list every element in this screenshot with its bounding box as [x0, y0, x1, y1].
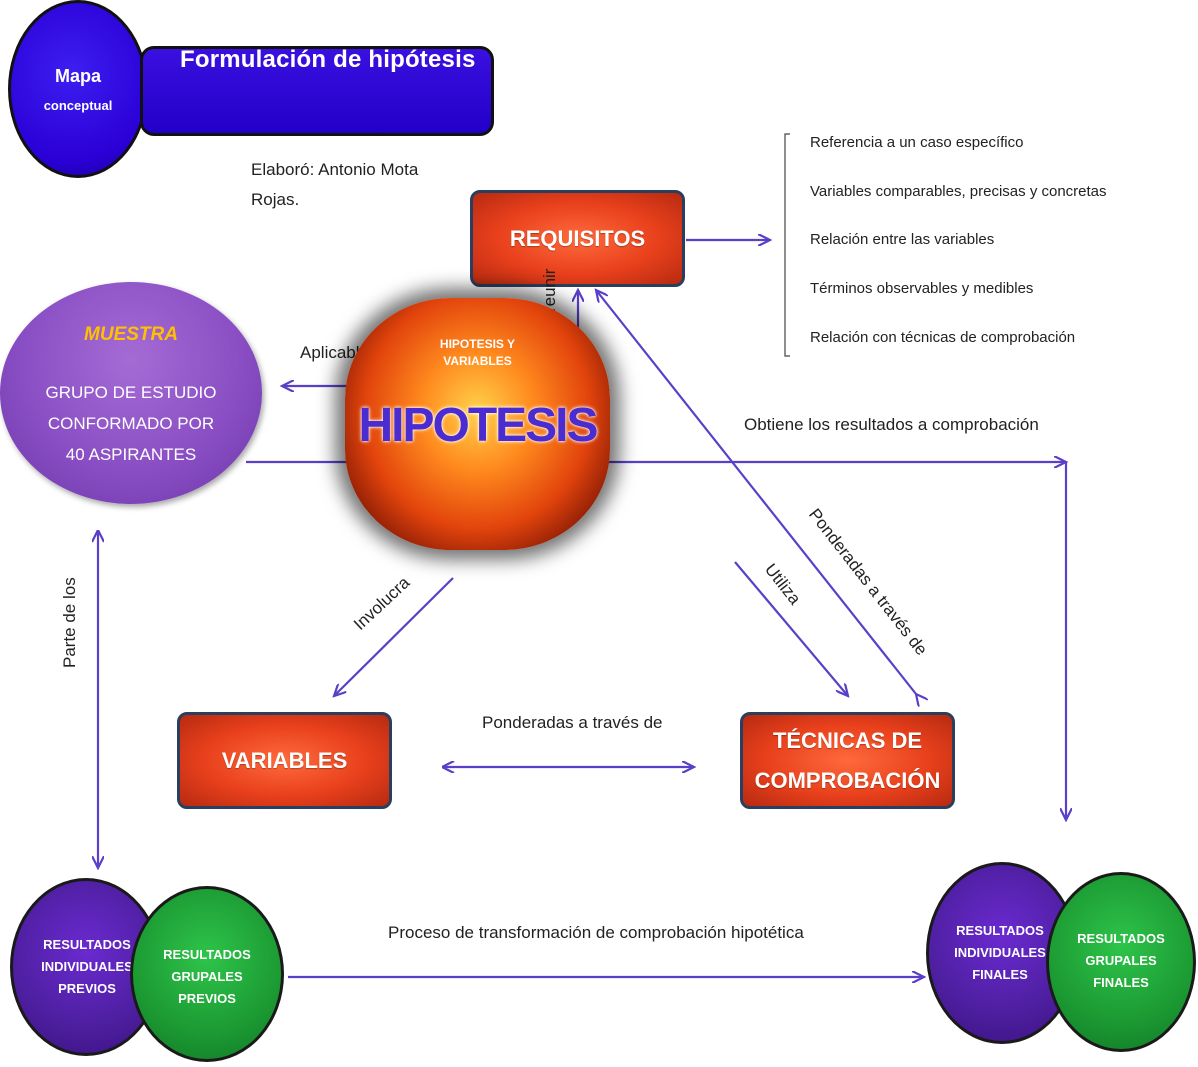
res-grup-finales-line: GRUPALES: [1085, 953, 1157, 968]
requisito-item: Relación entre las variables: [810, 231, 995, 248]
requisito-item: Variables comparables, precisas y concre…: [810, 183, 1107, 200]
hipotesis-image: [345, 298, 610, 550]
title-bar: [140, 46, 494, 136]
tecnicas-line-2: COMPROBACIÓN: [754, 767, 941, 793]
author-credit: Elaboró: Antonio Mota Rojas.: [251, 155, 441, 215]
res-grup-previos-line: GRUPALES: [171, 969, 243, 984]
muestra-line-3: 40 ASPIRANTES: [65, 445, 197, 464]
res-ind-previos-line: INDIVIDUALES: [41, 959, 133, 974]
hipotesis-caption-line-2: VARIABLES: [443, 354, 512, 368]
node-muestra: [0, 282, 262, 504]
res-grup-finales-line: RESULTADOS: [1077, 931, 1165, 946]
muestra-line-1: GRUPO DE ESTUDIO: [45, 383, 217, 402]
author-line-1: Elaboró: Antonio Mota: [251, 160, 419, 179]
node-hipotesis: HIPOTESIS: [358, 399, 598, 452]
hipotesis-caption-line-1: HIPOTESIS Y: [439, 337, 516, 351]
arrow-tecnicas-to-requisitos: [596, 290, 916, 694]
res-grup-previos-line: PREVIOS: [178, 991, 236, 1006]
requisito-item: Referencia a un caso específico: [810, 134, 1024, 151]
badge-label-mapa: Mapa: [54, 66, 101, 86]
hipotesis-caption: HIPOTESIS Y VARIABLES: [345, 336, 610, 370]
res-ind-previos-line: RESULTADOS: [43, 937, 131, 952]
muestra-description: GRUPO DE ESTUDIO CONFORMADO POR 40 ASPIR…: [20, 377, 242, 470]
res-ind-finales-line: RESULTADOS: [956, 923, 1044, 938]
label-ponderadas-horizontal: Ponderadas a través de: [482, 713, 663, 732]
node-resultados-grupales-finales: [1046, 872, 1196, 1052]
node-requisitos: REQUISITOS: [470, 190, 685, 287]
requisito-item: Términos observables y medibles: [810, 280, 1034, 297]
label-proceso: Proceso de transformación de comprobació…: [388, 923, 804, 942]
res-ind-previos-text: RESULTADOS INDIVIDUALES PREVIOS: [14, 934, 160, 1000]
res-grup-finales-line: FINALES: [1093, 975, 1149, 990]
requisitos-bracket: [784, 133, 790, 357]
author-line-2: Rojas.: [251, 190, 300, 209]
node-tecnicas: TÉCNICAS DE COMPROBACIÓN: [740, 712, 955, 809]
label-obtiene: Obtiene los resultados a comprobación: [744, 415, 1039, 434]
res-grup-previos-text: RESULTADOS GRUPALES PREVIOS: [130, 944, 284, 1010]
badge-label-conceptual: conceptual: [43, 98, 113, 113]
arrow-involucra: [334, 577, 454, 696]
res-grup-previos-line: RESULTADOS: [163, 947, 251, 962]
res-ind-finales-line: INDIVIDUALES: [954, 945, 1046, 960]
arrow-utiliza: [734, 561, 848, 696]
tecnicas-line-1: TÉCNICAS DE: [772, 727, 923, 753]
node-variables: VARIABLES: [177, 712, 392, 809]
res-ind-finales-text: RESULTADOS INDIVIDUALES FINALES: [926, 920, 1074, 986]
res-ind-previos-line: PREVIOS: [58, 981, 116, 996]
node-resultados-grupales-previos: [130, 886, 284, 1062]
label-parte-de-los: Parte de los: [60, 577, 79, 668]
muestra-line-2: CONFORMADO POR: [47, 414, 215, 433]
page-title: Formulación de hipótesis: [180, 46, 476, 73]
res-grup-finales-text: RESULTADOS GRUPALES FINALES: [1046, 928, 1196, 994]
requisito-item: Relación con técnicas de comprobación: [810, 329, 1076, 346]
mapa-badge: [8, 0, 148, 178]
muestra-title: MUESTRA: [84, 324, 178, 345]
res-ind-finales-line: FINALES: [972, 967, 1028, 982]
